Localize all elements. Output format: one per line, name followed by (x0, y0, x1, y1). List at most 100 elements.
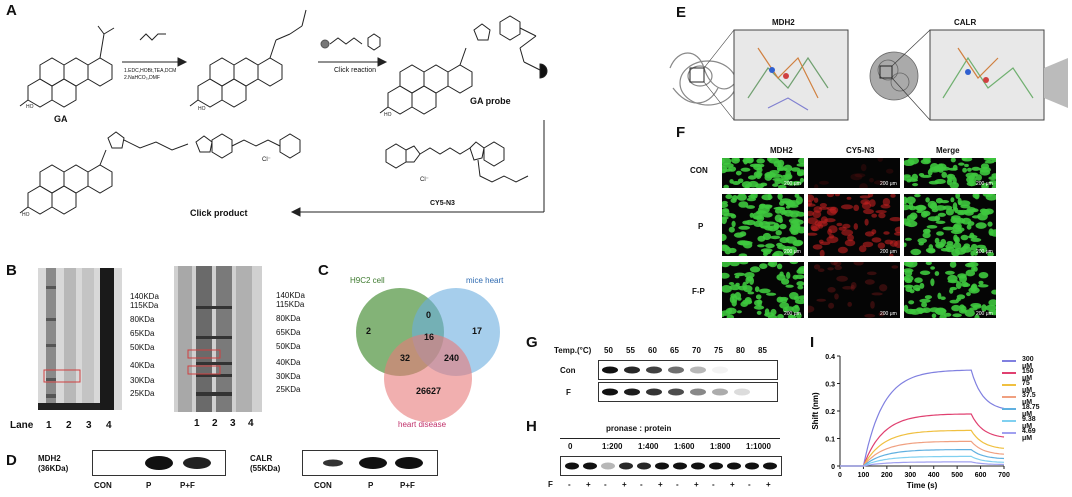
cetsa-blot-f (598, 382, 778, 402)
legend-label: 37.5 μM (1022, 392, 1036, 406)
series-line-2 (840, 429, 1005, 467)
scale-bar-con-merge: 200 μm (976, 181, 993, 187)
cy5-n3-structure (385, 141, 529, 183)
cetsa-band (624, 366, 640, 374)
marker-right-25: 25KDa (276, 385, 301, 394)
cetsa-band (690, 366, 706, 374)
legend-label: 4.69 μM (1022, 428, 1036, 442)
mdh2-wb-label: MDH2 (38, 454, 61, 463)
marker-right-30: 30KDa (276, 372, 301, 381)
image-fp-mdh2 (722, 262, 804, 318)
venn-count-all: 16 (424, 332, 435, 342)
reagent-text-2: 2.NaHCO₃,DMF (124, 75, 160, 81)
temp-50: 50 (604, 346, 613, 355)
darts-sign-9: + (730, 480, 735, 489)
cetsa-band (734, 388, 750, 396)
y-tick-label: 0.4 (825, 354, 835, 361)
lane-left-1: 1 (46, 420, 52, 431)
lane-right-3: 3 (230, 418, 236, 429)
docking-mdh2-title: MDH2 (772, 18, 795, 27)
panel-d-label: D (6, 452, 17, 469)
image-fp-merge (904, 262, 996, 318)
venn-count-mice-only: 17 (472, 326, 483, 336)
legend-label: 300 μM (1022, 356, 1034, 370)
scale-bar-con-mdh2: 200 μm (784, 181, 801, 187)
darts-sign-10: - (748, 480, 751, 489)
panel-b-label: B (6, 262, 17, 279)
cy5-n3-label: CY5-N3 (430, 200, 455, 207)
fluor-row-fp: F-P (692, 287, 705, 296)
darts-blot (560, 456, 782, 476)
darts-band (601, 462, 615, 470)
temp-60: 60 (648, 346, 657, 355)
darts-sign-3: + (622, 480, 627, 489)
darts-ratio-3: 1:600 (674, 442, 695, 451)
legend-label: 9.38 μM (1022, 416, 1036, 430)
cetsa-band (646, 366, 662, 374)
panel-i-label: I (810, 334, 815, 351)
darts-ratio-1: 1:200 (602, 442, 623, 451)
mdh2-lane-pf: P+F (180, 481, 195, 490)
darts-sign-11: + (766, 480, 771, 489)
temp-55: 55 (626, 346, 635, 355)
x-tick-label: 700 (998, 472, 1010, 479)
image-fp-cy5 (808, 262, 900, 318)
cetsa-band (690, 388, 706, 396)
counter-ion-1: Cl⁻ (420, 177, 429, 183)
darts-band (745, 462, 759, 470)
marker-left-115: 115KDa (130, 301, 159, 310)
darts-sign-5: + (658, 480, 663, 489)
temp-85: 85 (758, 346, 767, 355)
click-product-label: Click product (190, 208, 248, 218)
ga-probe-label: GA probe (470, 96, 511, 106)
x-tick-label: 300 (904, 472, 916, 479)
cetsa-band (624, 388, 640, 396)
legend-swatch (1002, 420, 1016, 422)
lane-left-4: 4 (106, 420, 112, 431)
series-line-3 (840, 440, 1005, 467)
svg-text:HO: HO (384, 112, 392, 118)
legend-swatch (1002, 408, 1016, 410)
cetsa-band (668, 366, 684, 374)
scale-bar-fp-mdh2: 200 μm (784, 311, 801, 317)
marker-left-65: 65KDa (130, 329, 155, 338)
calr-lane-pf: P+F (400, 481, 415, 490)
panel-a-scheme: HO HO HO HO (19, 9, 548, 218)
reagent-text-1: 1.EDC,HOBt,TEA,DCM (124, 68, 177, 74)
darts-sign-7: + (694, 480, 699, 489)
cetsa-band (712, 366, 728, 374)
ga-intermediate (189, 9, 307, 108)
mdh2-wb-kda: (36KDa) (38, 464, 69, 473)
mdh2-western-blot (92, 450, 226, 476)
marker-right-40: 40KDa (276, 358, 301, 367)
legend-swatch (1002, 432, 1016, 434)
legend-label: 18.75 μM (1022, 404, 1040, 418)
venn-set-h9c2-label: H9C2 cell (350, 276, 385, 285)
marker-right-80: 80KDa (276, 314, 301, 323)
darts-signs: -+-+-+-+-+-+ (560, 480, 780, 492)
darts-sign-1: + (586, 480, 591, 489)
panel-h-label: H (526, 418, 537, 435)
panel-c-label: C (318, 262, 329, 279)
legend-swatch (1002, 360, 1016, 362)
venn-count-h9-only: 2 (366, 326, 372, 336)
x-tick-label: 500 (951, 472, 963, 479)
temp-70: 70 (692, 346, 701, 355)
darts-band (583, 462, 597, 470)
counter-ion-2: Cl⁻ (262, 157, 271, 163)
darts-f-label: F (548, 480, 553, 489)
fluor-col-merge: Merge (936, 146, 960, 155)
cetsa-blot-con (598, 360, 778, 380)
x-axis-label: Time (s) (907, 481, 938, 490)
panel-e-label: E (676, 4, 687, 21)
darts-band (619, 462, 633, 470)
temp-75: 75 (714, 346, 723, 355)
cetsa-band (668, 388, 684, 396)
darts-ratio-2: 1:400 (638, 442, 659, 451)
darts-sign-2: - (604, 480, 607, 489)
panel-g-label: G (526, 334, 538, 351)
series-line-1 (840, 413, 1005, 467)
